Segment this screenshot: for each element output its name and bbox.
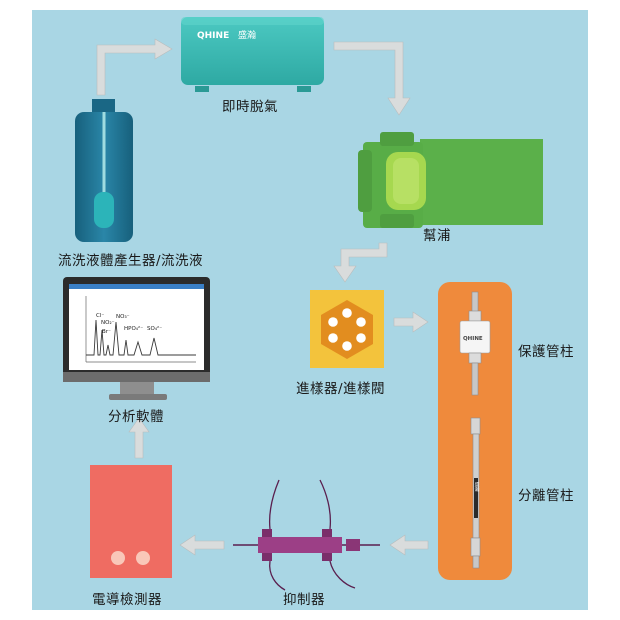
degasser-label: 即時脫氣	[222, 99, 278, 115]
software-monitor	[63, 277, 210, 400]
peak-label-no3: NO₃⁻	[116, 314, 130, 320]
suppressor-unit	[233, 479, 380, 591]
degasser-unit	[181, 17, 324, 92]
arrow-columns-to-suppressor	[389, 534, 429, 556]
injector-valve	[310, 290, 384, 368]
conductivity-detector	[90, 465, 172, 578]
injector-label: 進樣器/進樣閥	[296, 381, 386, 397]
pump-unit	[358, 132, 543, 228]
arrow-bottle-to-degasser	[96, 38, 173, 96]
eluent-bottle	[75, 99, 133, 242]
peak-label-hpo4: HPO₄²⁻	[124, 325, 143, 332]
peak-label-br: Br⁻	[102, 329, 111, 335]
degasser-brand-logo: QHINE	[197, 31, 229, 41]
peak-label-so4: SO₄²⁻	[147, 325, 162, 332]
software-label: 分析軟體	[108, 409, 164, 425]
peak-label-no2: NO₂⁻	[101, 320, 115, 326]
suppressor-label: 抑制器	[283, 592, 325, 608]
guard-column-label: 保護管柱	[518, 344, 574, 360]
separation-column-brand: 盛瀚	[474, 481, 479, 493]
arrow-pump-to-injector	[333, 242, 388, 283]
arrow-detector-to-software	[128, 417, 150, 459]
separation-column-label: 分離管柱	[518, 488, 574, 504]
arrow-suppressor-to-detector	[179, 534, 225, 556]
eluent-label: 流洗液體產生器/流洗液	[58, 253, 204, 269]
guard-column-logo: QHINE	[463, 336, 483, 342]
peak-label-cl: Cl⁻	[96, 313, 104, 319]
arrow-injector-to-columns	[393, 311, 429, 333]
detector-label: 電導檢測器	[92, 592, 162, 608]
degasser-brand-name: 盛瀚	[238, 29, 256, 41]
pump-label: 幫浦	[423, 228, 451, 244]
arrow-degasser-to-pump	[333, 41, 411, 116]
column-panel	[438, 282, 512, 580]
